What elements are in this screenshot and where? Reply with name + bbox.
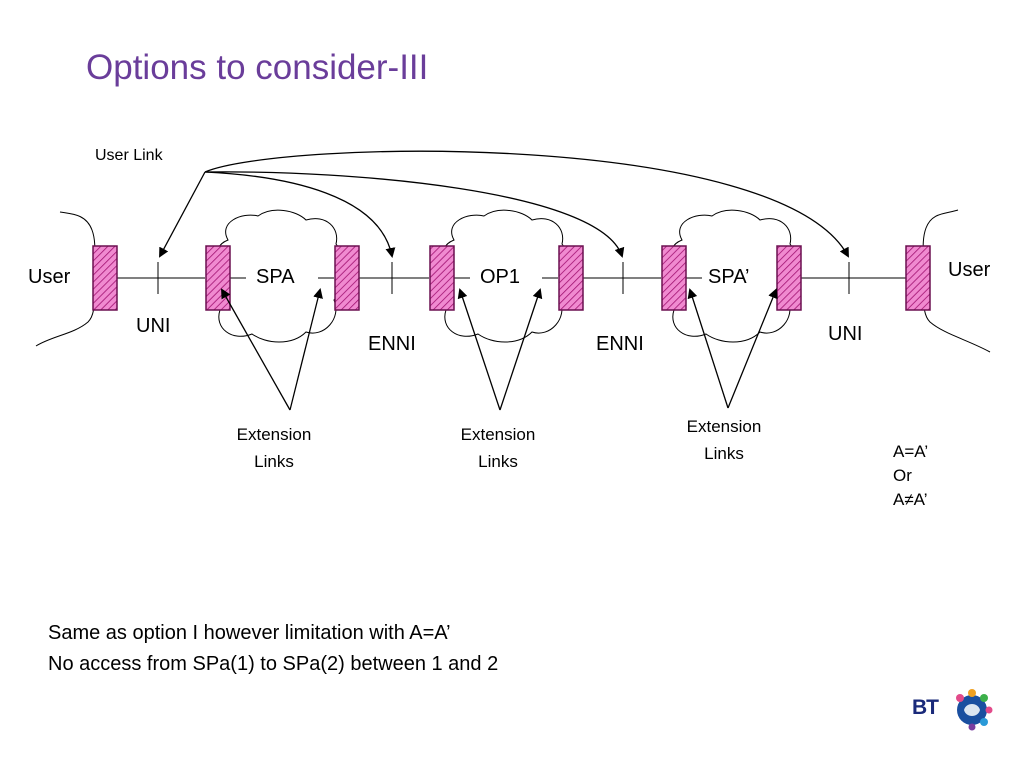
extension-link-arrows [221,288,778,411]
extension-label-1-line2: Links [254,452,294,471]
extension-label-2-line1: Extension [461,425,536,444]
extension-label-2-line2: Links [478,452,518,471]
bt-logo: BT [912,688,993,732]
interface-label-uni-left: UNI [136,315,170,337]
node-label-spa-prime: SPA’ [708,266,750,288]
bt-globe-icon [956,689,993,731]
condition-line-1: A=A’ [893,442,929,461]
bt-logo-text: BT [912,696,939,719]
extension-label-1-line1: Extension [237,425,312,444]
slide-title: Options to consider-III [86,48,429,87]
right-user-boundary [921,209,991,353]
interface-ticks [157,262,850,294]
condition-line-3: A≠A’ [893,490,928,509]
footer-line-2: No access from SPa(1) to SPa(2) between … [48,653,499,675]
port-box [558,245,584,311]
port-box [429,245,455,311]
user-link-arrows [159,150,849,258]
interface-label-enni-1: ENNI [368,333,416,355]
user-left-label: User [28,266,71,288]
port-box [334,245,360,311]
extension-label-3-line2: Links [704,444,744,463]
port-box [661,245,687,311]
interface-label-uni-right: UNI [828,323,862,345]
user-right-label: User [948,259,991,281]
interface-label-enni-2: ENNI [596,333,644,355]
node-label-op1: OP1 [480,266,520,288]
extension-label-3-line1: Extension [687,417,762,436]
port-box [92,245,118,311]
port-box [205,245,231,311]
node-label-spa: SPA [256,266,295,288]
footer-line-1: Same as option I however limitation with… [48,622,451,644]
condition-note: A=A’ Or A≠A’ [893,440,928,512]
user-link-label: User Link [95,147,164,164]
footer-notes: Same as option I however limitation with… [48,618,498,680]
port-box [905,245,931,311]
port-box [776,245,802,311]
condition-line-2: Or [893,466,912,485]
